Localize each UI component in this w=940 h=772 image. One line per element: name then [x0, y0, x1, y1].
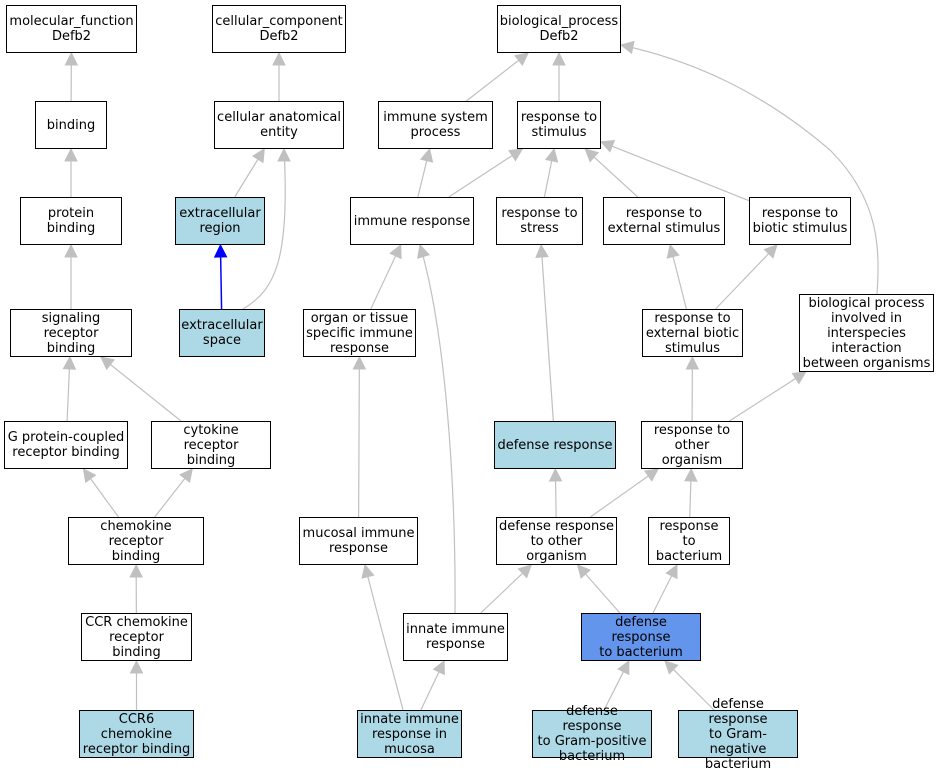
edge-immune-response-to-response-to-stimulus-arrow [509, 149, 522, 161]
edge-response-to-bacterium-to-response-to-other-organism-arrow [685, 469, 697, 481]
node-mucosal-immune-response[interactable]: mucosal immune response [299, 517, 418, 565]
edge-response-to-external-biotic-stimulus-to-response-to-biotic-stimulus [716, 253, 770, 309]
node-chemokine-receptor-binding[interactable]: chemokine receptor binding [68, 517, 204, 565]
edge-defense-response-to-bacterium-to-response-to-bacterium [653, 575, 672, 613]
node-organ-specific-immune-response[interactable]: organ or tissue specific immune response [303, 309, 416, 357]
edge-response-to-external-stimulus-to-response-to-stimulus [593, 156, 637, 197]
edge-response-to-biotic-stimulus-to-response-to-stimulus [611, 146, 749, 201]
node-mf-root[interactable]: molecular_function Defb2 [6, 5, 137, 53]
node-defense-response[interactable]: defense response [494, 421, 616, 469]
edge-organ-specific-immune-response-to-immune-response [371, 255, 396, 309]
edge-response-to-stress-to-response-to-stimulus-arrow [546, 149, 558, 162]
edge-defense-response-other-organism-to-response-to-other-organism-arrow [645, 469, 658, 481]
edge-immune-response-to-immune-system-process [418, 160, 427, 197]
edge-defense-response-to-response-to-stress-arrow [536, 245, 548, 257]
edge-defense-response-other-organism-to-defense-response-arrow [550, 469, 562, 481]
edge-organ-specific-immune-response-to-immune-response-arrow [390, 245, 401, 258]
node-extracellular-space[interactable]: extracellular space [179, 309, 265, 357]
node-response-to-stress[interactable]: response to stress [496, 197, 583, 245]
edge-extracellular-space-to-extracellular-region [221, 256, 222, 309]
edge-extracellular-space-to-extracellular-region-arrow [215, 245, 227, 257]
edge-extracellular-region-to-cellular-anatomical-entity [235, 158, 259, 197]
node-defense-response-other-organism[interactable]: defense response to other organism [496, 517, 617, 565]
edge-innate-immune-response-mucosa-to-mucosal-immune-response-arrow [362, 565, 374, 578]
edge-gpcr-binding-to-signaling-receptor-binding [67, 368, 69, 421]
edge-response-to-external-biotic-stimulus-to-response-to-external-stimulus [673, 256, 687, 309]
node-response-to-external-stimulus[interactable]: response to external stimulus [603, 197, 725, 245]
node-cellular-anatomical-entity[interactable]: cellular anatomical entity [214, 101, 344, 149]
edge-defense-response-to-bacterium-to-defense-response-other-organism [585, 573, 620, 613]
node-response-to-bacterium[interactable]: response to bacterium [648, 517, 730, 565]
edge-response-to-external-biotic-stimulus-to-response-to-external-stimulus-arrow [667, 245, 679, 258]
node-protein-binding[interactable]: protein binding [20, 197, 122, 245]
edge-defense-response-other-organism-to-defense-response [556, 480, 557, 517]
edge-innate-immune-response-to-defense-response-other-organism [481, 573, 524, 613]
node-binding[interactable]: binding [35, 101, 107, 149]
node-response-to-external-biotic-stimulus[interactable]: response to external biotic stimulus [642, 309, 743, 357]
node-signaling-receptor-binding[interactable]: signaling receptor binding [10, 309, 132, 357]
edge-immune-response-to-immune-system-process-arrow [421, 149, 433, 162]
edge-response-to-stimulus-to-bp-root-arrow [553, 53, 565, 65]
node-response-to-other-organism[interactable]: response to other organism [641, 421, 743, 469]
edge-ccr-chemokine-receptor-binding-to-chemokine-receptor-binding-arrow [130, 565, 142, 577]
edge-interspecies-interaction-to-bp-root-arrow [621, 41, 634, 53]
edge-response-to-other-organism-to-interspecies-interaction [729, 378, 796, 421]
edge-innate-immune-response-to-immune-response [420, 245, 455, 613]
edge-cytokine-receptor-binding-to-signaling-receptor-binding-arrow [101, 357, 114, 369]
node-bp-root[interactable]: biological_process Defb2 [497, 5, 621, 53]
edge-response-to-other-organism-to-response-to-external-biotic-stimulus-arrow [686, 357, 698, 369]
edge-chemokine-receptor-binding-to-gpcr-binding [90, 478, 119, 517]
node-immune-response[interactable]: immune response [350, 197, 474, 245]
edge-cellular-anatomical-entity-to-cc-root-arrow [273, 53, 285, 65]
edge-ccr6-chemokine-receptor-binding-to-ccr-chemokine-receptor-binding-arrow [131, 661, 143, 673]
edge-binding-to-mf-root-arrow [65, 53, 77, 65]
node-defense-response-to-bacterium[interactable]: defense response to bacterium [581, 613, 701, 661]
edge-cytokine-receptor-binding-to-signaling-receptor-binding [110, 364, 181, 421]
edge-defense-response-other-organism-to-response-to-other-organism [590, 475, 649, 517]
edge-response-to-biotic-stimulus-to-response-to-stimulus-arrow [601, 141, 614, 152]
edge-chemokine-receptor-binding-to-cytokine-receptor-binding [155, 478, 186, 517]
edge-defense-response-to-response-to-stress [542, 256, 553, 421]
edge-mucosal-immune-response-to-organ-specific-immune-response [359, 368, 360, 517]
node-defense-gram-negative[interactable]: defense response to Gram-negative bacter… [678, 710, 798, 758]
node-immune-system-process[interactable]: immune system process [378, 101, 493, 149]
node-cc-root[interactable]: cellular_component Defb2 [212, 5, 346, 53]
edge-innate-immune-response-mucosa-to-innate-immune-response [421, 671, 440, 710]
edge-response-to-bacterium-to-response-to-other-organism [690, 480, 691, 517]
node-innate-immune-response[interactable]: innate immune response [403, 613, 508, 661]
node-response-to-biotic-stimulus[interactable]: response to biotic stimulus [749, 197, 851, 245]
node-innate-immune-response-mucosa[interactable]: innate immune response in mucosa [357, 710, 462, 758]
edge-response-to-other-organism-to-interspecies-interaction-arrow [792, 372, 805, 384]
edge-innate-immune-response-to-immune-response-arrow [418, 245, 429, 258]
edge-innate-immune-response-mucosa-to-mucosal-immune-response [365, 565, 403, 710]
node-extracellular-region[interactable]: extracellular region [175, 197, 265, 245]
node-gpcr-binding[interactable]: G protein-coupled receptor binding [4, 421, 128, 469]
edge-extracellular-space-to-cellular-anatomical-entity-arrow [278, 149, 290, 161]
edge-signaling-receptor-binding-to-protein-binding-arrow [65, 245, 77, 257]
edge-response-to-stress-to-response-to-stimulus [544, 160, 552, 197]
edge-gpcr-binding-to-signaling-receptor-binding-arrow [63, 357, 75, 369]
node-defense-gram-positive[interactable]: defense response to Gram-positive bacter… [532, 710, 652, 758]
edge-immune-response-to-response-to-stimulus [449, 155, 513, 197]
edge-immune-system-process-to-bp-root [466, 60, 519, 101]
node-cytokine-receptor-binding[interactable]: cytokine receptor binding [151, 421, 271, 469]
node-response-to-stimulus[interactable]: response to stimulus [517, 101, 601, 149]
edge-chemokine-receptor-binding-to-gpcr-binding-arrow [84, 469, 96, 482]
edge-extracellular-region-to-cellular-anatomical-entity-arrow [253, 149, 264, 162]
node-interspecies-interaction[interactable]: biological process involved in interspec… [799, 294, 934, 372]
edge-defense-response-to-bacterium-to-defense-response-other-organism-arrow [578, 565, 590, 578]
edge-protein-binding-to-binding-arrow [65, 149, 77, 161]
edge-interspecies-interaction-to-bp-root [621, 45, 878, 294]
edge-chemokine-receptor-binding-to-cytokine-receptor-binding-arrow [180, 469, 192, 482]
node-ccr6-chemokine-receptor-binding[interactable]: CCR6 chemokine receptor binding [79, 710, 194, 758]
edge-immune-system-process-to-bp-root-arrow [515, 53, 528, 65]
node-ccr-chemokine-receptor-binding[interactable]: CCR chemokine receptor binding [81, 613, 192, 661]
edge-mucosal-immune-response-to-organ-specific-immune-response-arrow [353, 357, 365, 369]
